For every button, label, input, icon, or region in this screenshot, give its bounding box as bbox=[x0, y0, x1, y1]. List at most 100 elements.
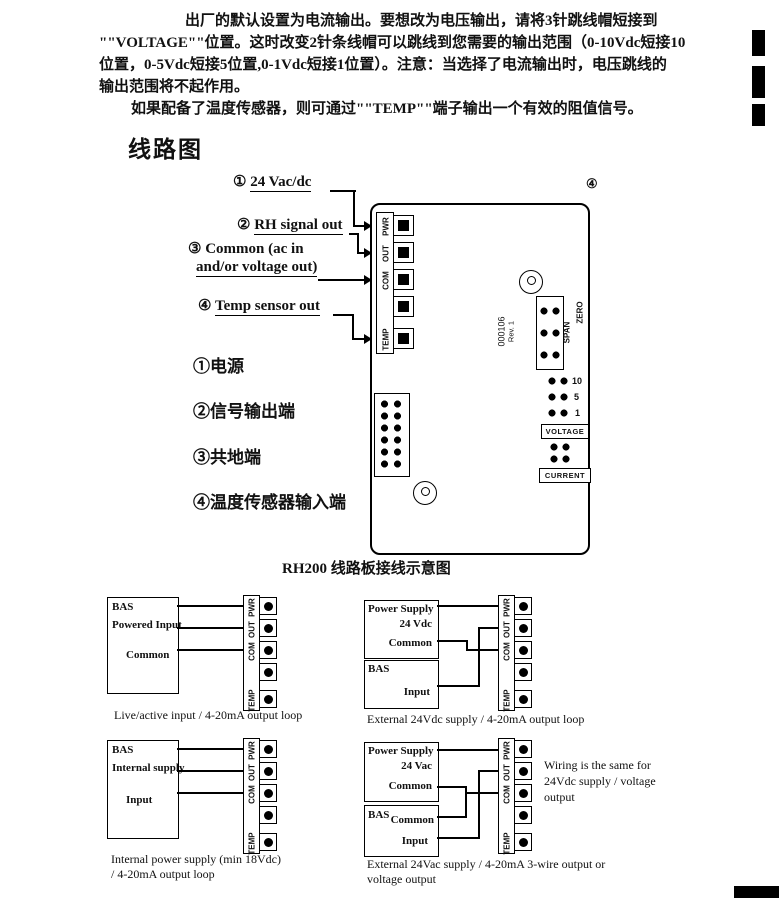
terminal-screw bbox=[259, 619, 277, 637]
box-label: Input bbox=[126, 794, 153, 806]
callout-label: Temp sensor out bbox=[214, 298, 320, 316]
arrow-icon bbox=[364, 248, 372, 258]
terminal-screw bbox=[514, 619, 532, 637]
legend-item-power: ①电源 bbox=[193, 357, 244, 376]
wire bbox=[177, 605, 243, 607]
scan-artifact bbox=[752, 30, 765, 56]
wire bbox=[437, 685, 480, 687]
wire bbox=[437, 749, 498, 751]
terminal-label-temp: TEMP bbox=[502, 832, 512, 855]
wire bbox=[478, 770, 480, 838]
callout-temp: ④ Temp sensor out bbox=[198, 296, 320, 316]
bas-box: BAS Common Input bbox=[364, 805, 439, 857]
intro-paragraph: 出厂的默认设置为电流输出。要想改为电压输出，请将3针跳线帽短接到 ""VOLTA… bbox=[99, 10, 759, 120]
terminal-screw bbox=[259, 663, 277, 681]
box-title: BAS bbox=[368, 809, 390, 821]
wire bbox=[437, 786, 467, 788]
terminal-screw bbox=[393, 296, 414, 317]
sub-caption: Live/active input / 4-20mA output loop bbox=[114, 708, 303, 722]
wire bbox=[466, 649, 498, 651]
intro-line-1: 出厂的默认设置为电流输出。要想改为电压输出，请将3针跳线帽短接到 bbox=[185, 13, 658, 29]
voltage-10-label: 10 bbox=[572, 376, 583, 386]
sub-caption-line1: Internal power supply (min 18Vdc) bbox=[111, 852, 281, 866]
box-label: Input bbox=[403, 686, 430, 698]
terminal-screw bbox=[259, 833, 277, 851]
wire bbox=[478, 770, 498, 772]
voltage-1-label: 1 bbox=[575, 408, 581, 418]
box-label: Common bbox=[126, 649, 170, 661]
sub-caption-line2: / 4-20mA output loop bbox=[111, 867, 215, 881]
wire bbox=[437, 605, 498, 607]
wire bbox=[177, 649, 243, 651]
wire bbox=[349, 233, 359, 235]
wire bbox=[437, 816, 467, 818]
box-title: BAS bbox=[112, 601, 134, 613]
callout-label: Common (ac in bbox=[205, 241, 304, 257]
terminal-screw bbox=[514, 597, 532, 615]
current-label: CURRENT bbox=[539, 468, 591, 483]
terminal-screw bbox=[393, 328, 414, 349]
voltage-jumper-pins bbox=[546, 373, 570, 421]
legend-item-temp: ④温度传感器输入端 bbox=[193, 493, 346, 512]
callout-label: 24 Vac/dc bbox=[250, 174, 312, 192]
power-supply-box: Power Supply 24 Vdc Common bbox=[364, 600, 439, 659]
terminal-screw bbox=[259, 740, 277, 758]
bas-box: BAS Internal supply Input bbox=[107, 740, 184, 839]
terminal-screw bbox=[259, 641, 277, 659]
section-heading: 线路图 bbox=[128, 137, 203, 162]
box-label: 24 Vdc bbox=[399, 618, 433, 630]
terminal-screw bbox=[514, 762, 532, 780]
wire bbox=[465, 786, 467, 818]
legend-item-signal: ②信号输出端 bbox=[193, 402, 295, 421]
mounting-hole bbox=[519, 270, 543, 294]
terminal-screw bbox=[393, 269, 414, 290]
terminal-label-strip: PWR OUT COM TEMP bbox=[498, 738, 515, 855]
terminal-screw bbox=[514, 690, 532, 708]
wire bbox=[352, 314, 354, 340]
side-note-line1: Wiring is the same for bbox=[544, 758, 651, 772]
terminal-screw bbox=[259, 762, 277, 780]
current-jumper-pins bbox=[548, 441, 572, 465]
wire bbox=[466, 640, 468, 651]
intro-line-4: 输出范围将不起作用。 bbox=[99, 79, 250, 95]
terminal-block: PWR OUT COM TEMP bbox=[243, 595, 281, 713]
intro-line-3: 位置，0-5Vdc短接5位置,0-1Vdc短接1位置）。注意：当选择了电流输出时… bbox=[99, 57, 667, 73]
callout-number: ④ bbox=[198, 298, 212, 314]
terminal-screw bbox=[514, 833, 532, 851]
wire bbox=[465, 792, 498, 794]
terminal-screw bbox=[514, 663, 532, 681]
terminal-block: PWR OUT COM TEMP bbox=[498, 738, 536, 856]
arrow-icon bbox=[364, 334, 372, 344]
box-title: Power Supply bbox=[368, 603, 434, 615]
wire bbox=[177, 627, 243, 629]
terminal-screw bbox=[393, 215, 414, 236]
terminal-screw bbox=[259, 806, 277, 824]
callout-common-line2: and/or voltage out) bbox=[196, 259, 318, 277]
terminal-screw bbox=[514, 740, 532, 758]
wire bbox=[330, 190, 356, 192]
scan-artifact bbox=[734, 886, 779, 898]
wire bbox=[478, 627, 498, 629]
wire bbox=[478, 627, 480, 687]
terminal-label-com: COM bbox=[502, 785, 512, 804]
wire bbox=[177, 748, 243, 750]
sub-caption: External 24Vdc supply / 4-20mA output lo… bbox=[367, 712, 585, 726]
callout-common-line1: ③ Common (ac in bbox=[188, 239, 304, 258]
scan-artifact bbox=[752, 66, 765, 98]
wire bbox=[353, 190, 355, 227]
callout-number: ③ bbox=[188, 241, 202, 257]
terminal-block: PWR OUT COM TEMP bbox=[376, 212, 418, 354]
jumper-pins bbox=[538, 300, 562, 366]
terminal-screw bbox=[514, 784, 532, 802]
bas-box: BAS Powered Input Common bbox=[107, 597, 182, 694]
arrow-icon bbox=[364, 221, 372, 231]
callout-number: ① bbox=[233, 174, 247, 190]
box-label: Input bbox=[401, 835, 428, 847]
scan-artifact bbox=[752, 104, 765, 126]
box-label: Powered Input bbox=[112, 619, 182, 631]
arrow-icon bbox=[364, 275, 372, 285]
wire bbox=[357, 233, 359, 254]
